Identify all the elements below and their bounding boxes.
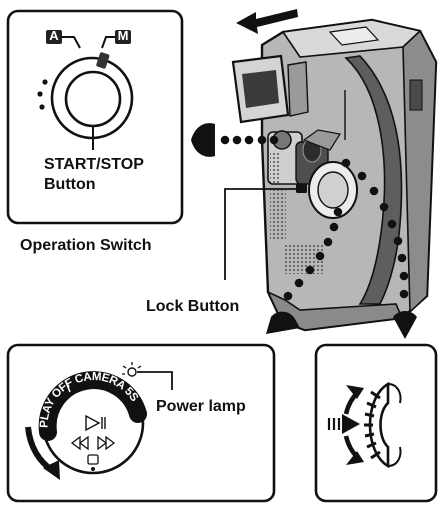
auto-mode-letter: A — [46, 27, 62, 45]
lock-button-label: Lock Button — [146, 297, 239, 316]
start-stop-label-line1: START/STOP — [44, 155, 144, 174]
manual-mode-letter: M — [115, 27, 131, 45]
operation-switch-caption: Operation Switch — [20, 236, 152, 255]
viewfinder-screen — [242, 70, 279, 108]
start-stop-label-line2: Button — [44, 175, 96, 194]
start-stop-button — [66, 72, 120, 126]
camcorder — [233, 20, 436, 330]
power-lamp-label: Power lamp — [156, 397, 246, 416]
